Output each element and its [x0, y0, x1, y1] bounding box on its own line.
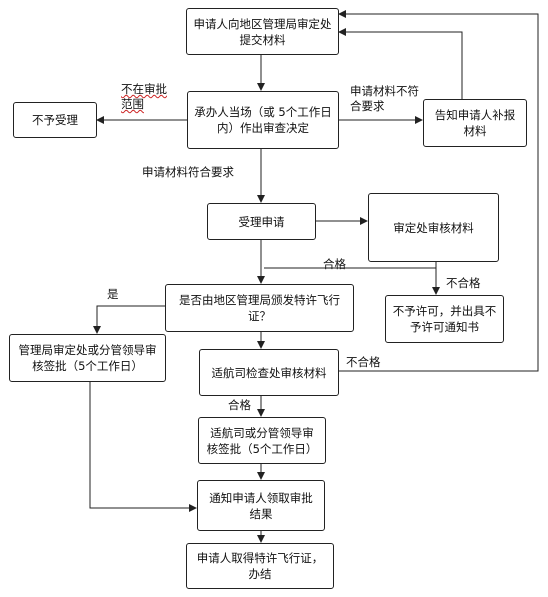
node-decide-issuer: 是否由地区管理局颁发特许飞行证？	[165, 284, 354, 332]
node-notify-result-text: 通知申请人领取审批结果	[209, 490, 313, 521]
node-onsite: 承办人当场（或 5个工作日内）作出审查决定	[187, 91, 339, 149]
node-submit: 申请人向地区管理局审定处提交材料	[186, 8, 339, 55]
label-yes: 是	[107, 287, 119, 301]
arrow-decide-yes	[93, 305, 165, 334]
node-reject: 不予受理	[13, 102, 97, 138]
label-meet: 申请材料符合要求	[142, 165, 234, 179]
node-not-permit: 不予许可，并出具不予许可通知书	[385, 295, 504, 343]
label-unqualified-2: 不合格	[346, 355, 381, 369]
node-obtain: 申请人取得特许飞行证，办结	[186, 543, 334, 589]
node-hq-sign-text: 适航司或分管领导审核签批（5个工作日）	[206, 425, 318, 456]
node-onsite-text: 承办人当场（或 5个工作日内）作出审查决定	[194, 105, 332, 135]
label-unqualified-1: 不合格	[446, 276, 481, 290]
node-hq-check: 适航司检查处审核材料	[199, 349, 339, 396]
node-decide-issuer-text: 是否由地区管理局颁发特许飞行证？	[179, 293, 340, 323]
node-bureau-sign-text: 管理局审定处或分管领导审核签批（5个工作日）	[18, 343, 157, 373]
node-notify-result: 通知申请人领取审批结果	[197, 480, 325, 531]
arrow-bureausign-to-notify	[89, 382, 197, 512]
node-reject-text: 不予受理	[32, 113, 78, 127]
node-accept-text: 受理申请	[238, 214, 285, 229]
label-qualified-1: 合格	[323, 257, 346, 271]
arrow-review-qualified	[264, 262, 437, 269]
label-out-of-scope: 不在审批范围	[121, 82, 167, 111]
label-qualified-2: 合格	[228, 398, 251, 412]
node-hq-sign: 适航司或分管领导审核签批（5个工作日）	[198, 417, 326, 464]
node-notify-supplement: 告知申请人补报材料	[423, 99, 527, 147]
node-accept: 受理申请	[207, 203, 316, 240]
node-review-materials-text: 审定处审核材料	[393, 220, 474, 235]
node-hq-check-text: 适航司检查处审核材料	[211, 365, 327, 380]
node-not-permit-text: 不予许可，并出具不予许可通知书	[392, 304, 497, 334]
arrow-hqcheck-unqualified	[338, 10, 539, 372]
label-not-meet: 申请材料不符合要求	[350, 84, 419, 113]
node-submit-text: 申请人向地区管理局审定处提交材料	[193, 16, 332, 47]
arrow-supplement-to-submit	[338, 28, 463, 99]
node-review-materials: 审定处审核材料	[368, 193, 499, 262]
node-obtain-text: 申请人取得特许飞行证，办结	[196, 551, 324, 581]
node-bureau-sign: 管理局审定处或分管领导审核签批（5个工作日）	[9, 334, 166, 382]
node-notify-supplement-text: 告知申请人补报材料	[434, 108, 516, 138]
